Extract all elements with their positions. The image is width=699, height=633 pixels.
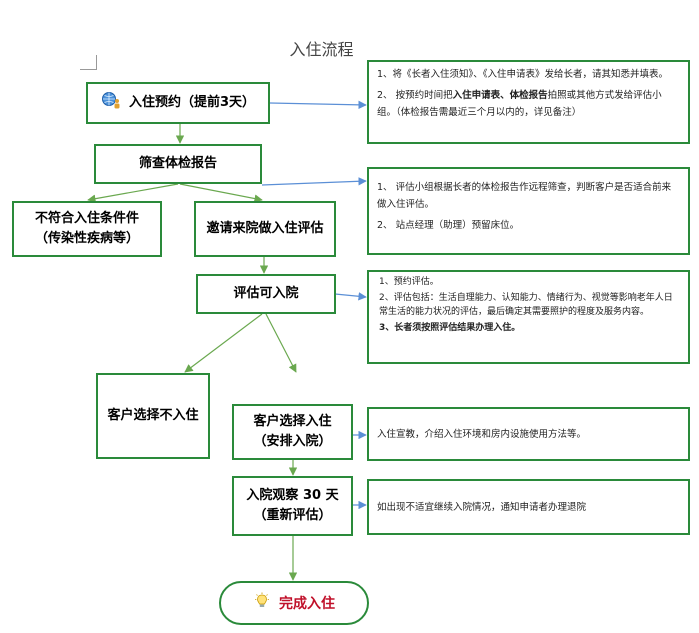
- arrow-screen-to-reject: [87, 183, 179, 203]
- note2-item2: 2、 站点经理（助理）预留床位。: [377, 220, 520, 231]
- arrow-screen-to-invite: [179, 183, 263, 203]
- note3-item2: 2、评估包括：生活自理能力、认知能力、情绪行为、视觉等影响老年人日常生活的能力状…: [379, 293, 673, 317]
- arrow-evalok-to-accept: [265, 313, 297, 373]
- note1-item1: 1、将《长者入住须知》、《入住申请表》发给长者，请其知悉并填表。: [377, 69, 669, 80]
- note-observation: 如出现不适宜继续入院情况，通知申请者办理退院: [367, 479, 690, 535]
- node-screen-label: 筛查体检报告: [138, 156, 217, 171]
- node-complete-label: 完成入住: [279, 596, 335, 612]
- node-observe-line1: 入院观察 30 天: [246, 488, 339, 503]
- node-invite: 邀请来院做入住评估: [194, 201, 336, 257]
- node-observe: 入院观察 30 天 （重新评估）: [232, 476, 353, 536]
- node-eval-ok-label: 评估可入院: [233, 286, 299, 301]
- note-screening: 1、 评估小组根据长者的体检报告作远程筛查，判断客户是否适合前来做入住评估。 2…: [367, 167, 690, 255]
- node-observe-line2: （重新评估）: [253, 508, 332, 523]
- node-reservation-label: 入住预约（提前3天）: [128, 95, 256, 110]
- node-reject-line2: （传染性疾病等）: [34, 231, 139, 246]
- node-accept-line1: 客户选择入住: [253, 414, 332, 429]
- arrow-screen-to-note2: [261, 177, 367, 186]
- node-reject-line1: 不符合入住条件件: [34, 211, 139, 226]
- page-corner-mark: [80, 55, 97, 70]
- arrow-evalok-to-note3: [334, 292, 367, 301]
- note2-item1: 1、 评估小组根据长者的体检报告作远程筛查，判断客户是否适合前来做入住评估。: [377, 182, 672, 210]
- note-evaluation: 1、预约评估。 2、评估包括：生活自理能力、认知能力、情绪行为、视觉等影响老年人…: [367, 270, 690, 364]
- note3-item1: 1、预约评估。: [379, 277, 439, 287]
- globe-user-icon: [101, 91, 121, 116]
- arrow-reservation-to-note1: [269, 100, 367, 110]
- node-screen: 筛查体检报告: [94, 144, 262, 184]
- node-reservation: 入住预约（提前3天）: [86, 82, 270, 124]
- note-reservation: 1、将《长者入住须知》、《入住申请表》发给长者，请其知悉并填表。 2、 按预约时…: [367, 60, 690, 144]
- page-title: 入住流程: [289, 40, 354, 59]
- note1-item2: 2、 按预约时间把入住申请表、体检报告拍照或其他方式发给评估小组。（体检报告需最…: [377, 90, 662, 118]
- node-accept: 客户选择入住 （安排入院）: [232, 404, 353, 460]
- node-decline: 客户选择不入住: [96, 373, 210, 459]
- lightbulb-icon: [253, 592, 271, 614]
- node-eval-ok: 评估可入院: [196, 274, 336, 314]
- note4-text: 入住宣教，介绍入住环境和房内设施使用方法等。: [377, 428, 587, 440]
- node-decline-label: 客户选择不入住: [107, 408, 199, 423]
- note5-text: 如出现不适宜继续入院情况，通知申请者办理退院: [377, 501, 587, 513]
- node-reject: 不符合入住条件件 （传染性疾病等）: [12, 201, 162, 257]
- node-invite-label: 邀请来院做入住评估: [206, 221, 324, 236]
- note3-item3: 3、长者须按照评估结果办理入住。: [379, 323, 521, 333]
- arrow-evalok-to-decline: [184, 313, 263, 373]
- node-accept-line2: （安排入院）: [253, 434, 332, 449]
- note-admission: 入住宣教，介绍入住环境和房内设施使用方法等。: [367, 407, 690, 461]
- node-complete: 完成入住: [219, 581, 369, 625]
